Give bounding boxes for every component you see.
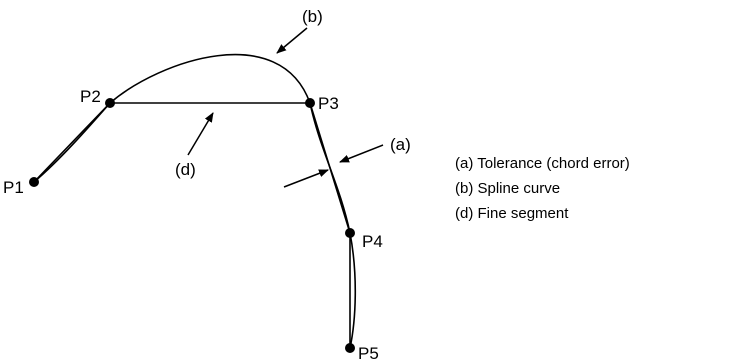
point-p1-marker bbox=[29, 177, 39, 187]
point-p5-marker bbox=[345, 343, 355, 353]
point-p3-label: P3 bbox=[318, 94, 339, 113]
fine-segment-p3-p4 bbox=[309, 102, 351, 234]
legend-item-tolerance: (a) Tolerance (chord error) bbox=[455, 155, 630, 172]
point-p2-label: P2 bbox=[80, 87, 101, 106]
point-p2-marker bbox=[105, 98, 115, 108]
callout-d-arrow bbox=[187, 112, 214, 156]
callout-a-label: (a) bbox=[390, 135, 411, 154]
fine-segment-p1-p2 bbox=[33, 102, 111, 183]
point-p4-label: P4 bbox=[362, 232, 383, 251]
point-p4-marker bbox=[345, 228, 355, 238]
legend-item-fine-segment: (d) Fine segment bbox=[455, 205, 569, 222]
legend: (a) Tolerance (chord error) (b) Spline c… bbox=[455, 155, 630, 222]
callout-b-arrow bbox=[276, 27, 308, 54]
tolerance-arrow-lower bbox=[283, 169, 329, 188]
callout-d-label: (d) bbox=[175, 160, 196, 179]
tolerance-arrow-upper bbox=[339, 144, 384, 163]
callout-b-label: (b) bbox=[302, 7, 323, 26]
spline-curve-p2-p3 bbox=[109, 53, 311, 104]
spline-curve-p4-p5 bbox=[349, 232, 357, 349]
point-p3-marker bbox=[305, 98, 315, 108]
legend-item-spline-curve: (b) Spline curve bbox=[455, 180, 560, 197]
point-p5-label: P5 bbox=[358, 344, 379, 363]
point-p1-label: P1 bbox=[3, 178, 24, 197]
